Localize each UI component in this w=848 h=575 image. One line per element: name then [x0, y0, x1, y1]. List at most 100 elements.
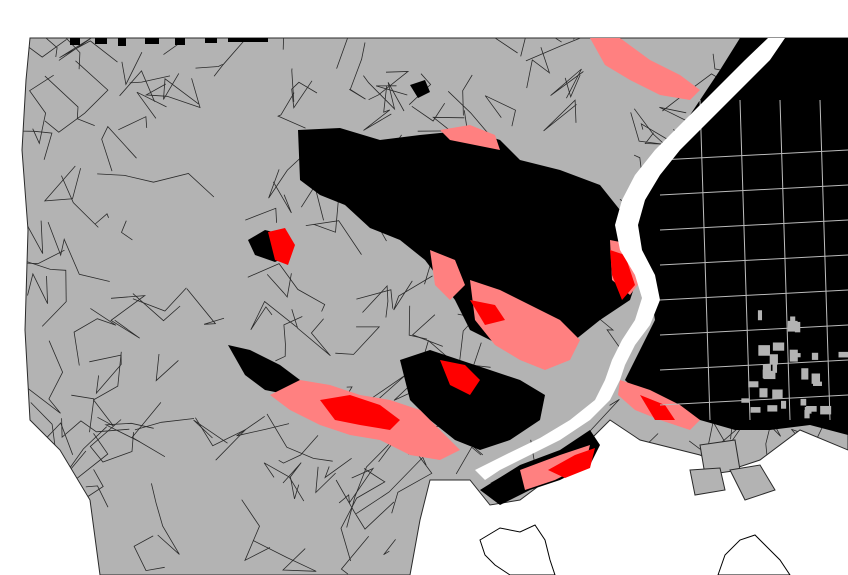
street-line — [659, 289, 848, 301]
parcel-boundary-line — [491, 38, 523, 54]
parcel-boundary-line — [85, 485, 109, 508]
building-block — [806, 406, 817, 412]
parcel-boundary-line — [89, 419, 134, 463]
parcel-boundary-line — [422, 538, 445, 553]
flood-zone-east — [590, 38, 848, 435]
parcel-boundary-line — [704, 536, 750, 559]
parcel-boundary-line — [26, 249, 65, 265]
parcel-boundary-line — [731, 496, 804, 569]
parcel-boundary-line — [315, 466, 336, 494]
parcel-boundary-line — [363, 85, 392, 131]
street-line — [659, 394, 848, 406]
parcel-boundary-line — [455, 446, 482, 475]
parcel-boundary-line — [324, 457, 352, 479]
building-block — [757, 310, 763, 321]
parcel-boundary-line — [186, 288, 225, 325]
street-line — [659, 184, 848, 196]
parcel-boundary-line — [27, 220, 44, 254]
medium-risk-band-3 — [590, 38, 700, 100]
dock-parcel-2 — [729, 464, 776, 501]
high-risk-zone-3 — [268, 228, 295, 265]
parcel-boundary-line — [411, 314, 443, 347]
parcel-boundary-line — [789, 479, 812, 493]
parcel-boundary-line — [598, 546, 651, 575]
parcel-boundary-line — [136, 91, 167, 119]
parcel-boundary-line — [61, 175, 99, 228]
building-block — [813, 381, 822, 386]
parcel-boundary-line — [118, 116, 148, 131]
building-block — [790, 316, 796, 324]
street-grid-east — [659, 99, 848, 421]
parcel-boundary-line — [247, 263, 326, 312]
parcel-boundary-line — [275, 316, 303, 362]
street-line — [659, 324, 848, 336]
building-block — [763, 370, 776, 380]
parcel-boundary-line — [121, 220, 133, 241]
parcel-boundary-line — [338, 467, 375, 504]
parcel-boundary-line — [277, 92, 306, 129]
parcel-boundary-line — [356, 289, 394, 309]
parcel-boundary-line — [510, 543, 568, 575]
parcel-boundary-line — [484, 95, 516, 127]
street-line — [819, 99, 831, 421]
parcel-boundary-line — [71, 394, 95, 433]
parcel-boundary-line — [291, 80, 318, 109]
medium-risk-band-2 — [470, 280, 580, 370]
parcel-boundary-line — [132, 293, 181, 322]
high-risk-zone-5 — [548, 448, 595, 478]
parcel-boundary-line — [362, 285, 389, 318]
parcel-boundary-line — [94, 213, 109, 225]
parcel-boundary-line — [55, 568, 80, 575]
parcel-boundary-line — [121, 52, 143, 86]
dock-parcel-3 — [689, 467, 726, 496]
high-risk-zone-2 — [440, 360, 480, 395]
parcel-boundary-line — [335, 479, 395, 530]
building-block — [787, 320, 798, 332]
parcel-boundary-line — [58, 426, 107, 485]
parcel-boundary-line — [620, 454, 675, 476]
parcel-boundary-line — [236, 415, 290, 437]
building-block — [772, 342, 785, 351]
parcel-boundary-line — [743, 534, 768, 561]
parcel-boundary-line — [144, 78, 201, 109]
parcel-boundary-line — [291, 309, 331, 357]
parcel-boundary-line — [131, 402, 166, 458]
islet-outline-right — [717, 534, 791, 575]
building-block — [750, 407, 761, 413]
parcel-boundary-line — [791, 479, 830, 515]
parcel-boundary-line — [263, 462, 305, 502]
parcel-boundary-line — [110, 295, 147, 339]
parcel-boundary-line — [604, 433, 659, 508]
parcel-boundary-line — [97, 173, 215, 198]
parcel-boundary-line — [469, 514, 490, 554]
parcel-boundary-line — [61, 418, 130, 439]
parcel-boundary-line — [73, 308, 117, 366]
street-line — [659, 219, 848, 231]
building-block — [772, 361, 778, 373]
parcel-boundary-line — [26, 340, 64, 414]
parcel-boundary-line — [22, 130, 53, 160]
street-line — [659, 359, 848, 371]
parcel-boundary-line — [40, 490, 68, 512]
parcel-boundary-line — [462, 74, 473, 116]
building-block — [758, 345, 770, 356]
parcel-boundary-line — [47, 221, 110, 282]
parcel-boundary-line — [447, 91, 492, 138]
parcel-boundary-line — [266, 413, 333, 462]
parcel-boundary-line — [525, 38, 593, 62]
parcel-boundary-line — [659, 106, 688, 122]
street-line — [699, 99, 711, 421]
flood-zone-north-tip — [410, 80, 430, 98]
parcel-boundary-line — [511, 38, 529, 57]
building-block — [781, 400, 787, 409]
high-risk-zone-7 — [640, 395, 675, 420]
parcel-boundary-line — [538, 38, 575, 43]
river-layer — [475, 38, 785, 480]
parcel-boundary-line — [44, 60, 109, 133]
street-line — [659, 149, 848, 161]
flood-zone-southwest — [228, 345, 300, 395]
parcel-boundary-line — [58, 38, 118, 63]
parcel-boundary-line — [498, 529, 553, 564]
